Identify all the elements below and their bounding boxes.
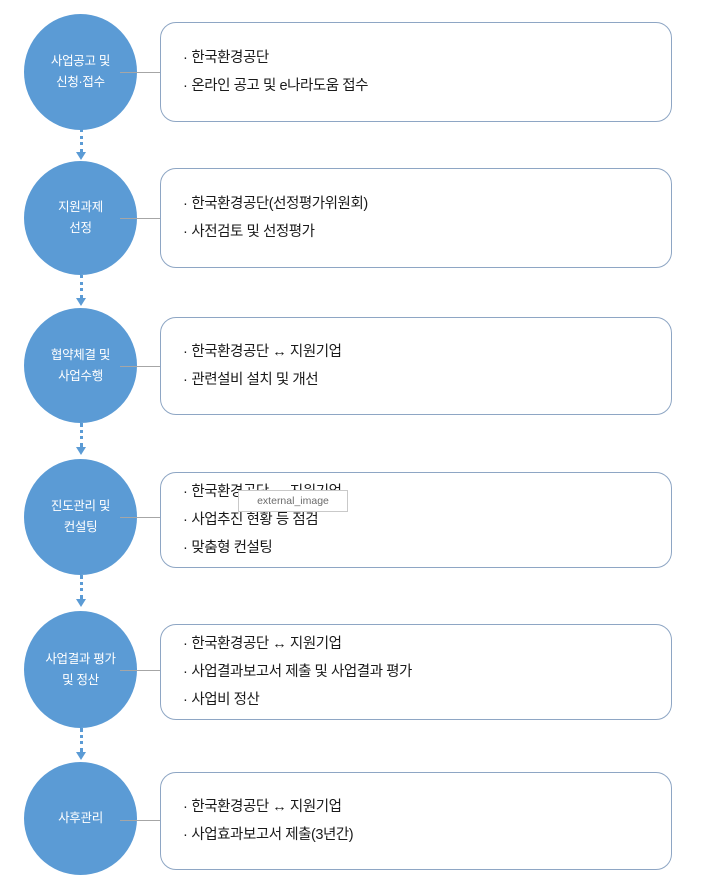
detail-box-3[interactable]: ·한국환경공단 ↔ 지원기업 ·관련설비 설치 및 개선	[160, 317, 672, 415]
detail-bullet-text: 관련설비 설치 및 개선	[191, 372, 319, 388]
detail-bullet-text: 사업추진 현황 등 점검	[191, 511, 319, 528]
detail-bullet: ·사업효과보고서 제출(3년간)	[183, 821, 671, 849]
step-node-2[interactable]: 지원과제 선정	[24, 161, 137, 275]
bullet-marker: ·	[183, 663, 188, 680]
detail-bullet-text: 한국환경공단	[191, 49, 269, 66]
detail-bullet: ·한국환경공단 ↔ 지원기업	[183, 793, 671, 821]
detail-box-5[interactable]: ·한국환경공단 ↔ 지원기업 ·사업결과보고서 제출 및 사업결과 평가 ·사업…	[160, 624, 672, 720]
bullet-marker: ·	[183, 483, 188, 500]
step-node-1[interactable]: 사업공고 및 신청·접수	[24, 14, 137, 130]
flow-arrow-3-to-4	[76, 423, 87, 456]
detail-bullet: ·한국환경공단 ↔ 지원기업	[183, 630, 671, 658]
detail-box-6[interactable]: ·한국환경공단 ↔ 지원기업 ·사업효과보고서 제출(3년간)	[160, 772, 672, 870]
detail-bullet-text: 온라인 공고 및 e나라도움 접수	[191, 78, 368, 94]
detail-bullet-text: 사업비 정산	[191, 692, 260, 709]
step-node-label-3-line-1: 협약체결 및	[50, 347, 111, 362]
detail-bullet: ·사업추진 현황 등 점검	[183, 506, 671, 534]
connector-2	[120, 218, 162, 219]
step-node-label-5-line-1: 사업결과 평가	[45, 651, 116, 666]
detail-bullet-text: 한국환경공단 ↔ 지원기업	[191, 798, 342, 815]
bullet-marker: ·	[183, 343, 188, 360]
detail-bullet-text: 한국환경공단 ↔ 지원기업	[191, 343, 342, 360]
bullet-marker: ·	[183, 798, 188, 815]
external-image-overlay-label: external_image	[257, 495, 329, 507]
detail-bullet: ·맞춤형 컨설팅	[183, 534, 671, 562]
bullet-marker: ·	[183, 540, 188, 557]
connector-5	[120, 670, 162, 671]
bullet-marker: ·	[183, 195, 188, 212]
bullet-marker: ·	[183, 372, 188, 388]
detail-box-2[interactable]: ·한국환경공단(선정평가위원회) ·사전검토 및 선정평가	[160, 168, 672, 268]
connector-1	[120, 72, 162, 73]
step-node-3[interactable]: 협약체결 및 사업수행	[24, 308, 137, 423]
detail-bullet: ·한국환경공단 ↔ 지원기업	[183, 338, 671, 366]
bullet-marker: ·	[183, 49, 188, 66]
connector-4	[120, 517, 162, 518]
detail-bullet: ·한국환경공단	[183, 44, 671, 72]
detail-bullet: ·한국환경공단(선정평가위원회)	[183, 190, 671, 218]
detail-bullet-text: 사업효과보고서 제출(3년간)	[191, 827, 354, 843]
bullet-marker: ·	[183, 224, 188, 240]
step-node-label-1-line-2: 신청·접수	[56, 75, 105, 89]
step-node-5[interactable]: 사업결과 평가 및 정산	[24, 611, 137, 728]
detail-bullet: ·온라인 공고 및 e나라도움 접수	[183, 72, 671, 100]
bullet-marker: ·	[183, 692, 188, 709]
flow-arrow-2-to-3	[76, 275, 87, 307]
bullet-marker: ·	[183, 827, 188, 843]
step-node-label-6-line-1: 사후관리	[58, 811, 103, 826]
step-node-label-5-line-2: 및 정산	[62, 672, 99, 687]
flow-arrow-5-to-6	[76, 728, 87, 761]
detail-bullet: ·사업비 정산	[183, 686, 671, 714]
step-node-label-2-line-2: 선정	[69, 221, 92, 235]
step-node-label-2-line-1: 지원과제	[58, 200, 103, 215]
detail-bullet-text: 한국환경공단(선정평가위원회)	[191, 195, 368, 212]
connector-6	[120, 820, 162, 821]
detail-bullet-text: 맞춤형 컨설팅	[191, 540, 273, 557]
bullet-marker: ·	[183, 635, 188, 652]
step-node-label-1-line-1: 사업공고 및	[50, 54, 111, 69]
step-node-label-4-line-1: 진도관리 및	[50, 499, 111, 514]
flow-arrow-4-to-5	[76, 575, 87, 608]
step-node-label-3-line-2: 사업수행	[58, 368, 103, 383]
detail-box-4[interactable]: ·한국환경공단 ↔ 지원기업 ·사업추진 현황 등 점검 ·맞춤형 컨설팅	[160, 472, 672, 568]
detail-bullet: ·사전검토 및 선정평가	[183, 218, 671, 246]
external-image-overlay: external_image	[238, 490, 348, 512]
detail-bullet: ·사업결과보고서 제출 및 사업결과 평가	[183, 658, 671, 686]
detail-bullet-text: 사전검토 및 선정평가	[191, 224, 315, 240]
bullet-marker: ·	[183, 511, 188, 528]
flow-arrow-1-to-2	[76, 129, 87, 161]
connector-3	[120, 366, 162, 367]
detail-bullet-text: 사업결과보고서 제출 및 사업결과 평가	[191, 663, 412, 680]
detail-bullet-text: 한국환경공단 ↔ 지원기업	[191, 635, 342, 652]
detail-box-1[interactable]: ·한국환경공단 ·온라인 공고 및 e나라도움 접수	[160, 22, 672, 122]
step-node-4[interactable]: 진도관리 및 컨설팅	[24, 459, 137, 575]
step-node-label-4-line-2: 컨설팅	[63, 520, 98, 534]
bullet-marker: ·	[183, 78, 188, 94]
step-node-6[interactable]: 사후관리	[24, 762, 137, 875]
detail-bullet: ·관련설비 설치 및 개선	[183, 366, 671, 394]
